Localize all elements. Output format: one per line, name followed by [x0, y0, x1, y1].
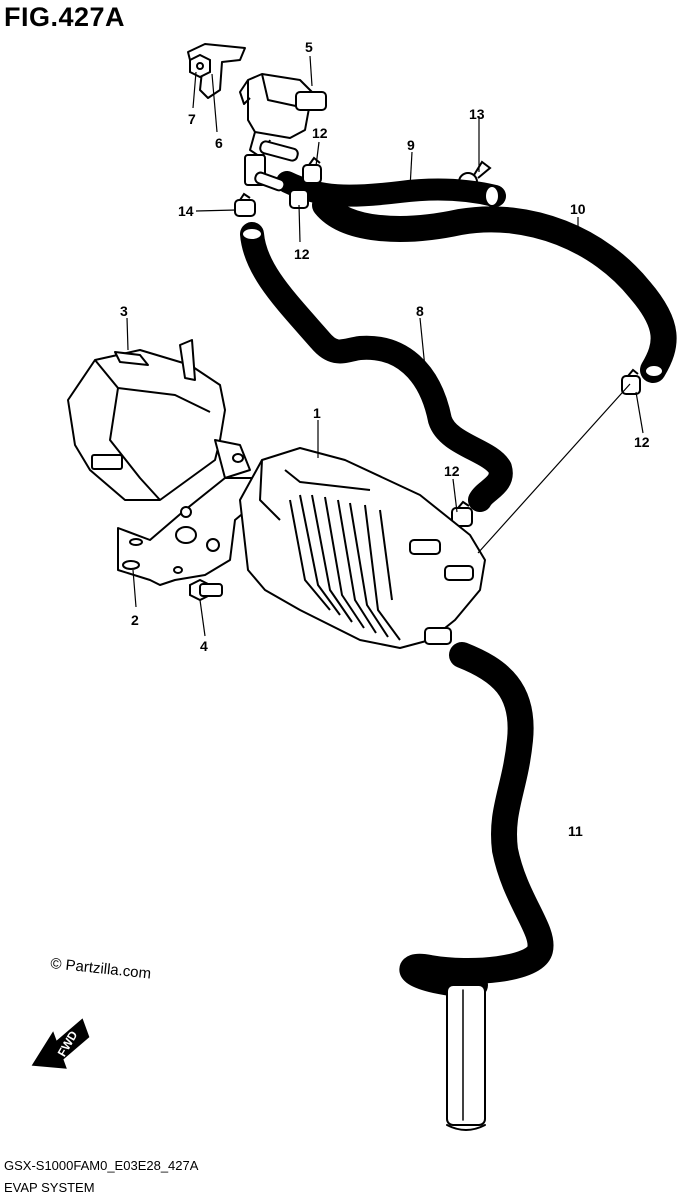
- copyright-text: © Partzilla.com: [50, 955, 152, 982]
- callout-labels: 5 7 6 12 9 13 10 14 12 3 8 1 12 12 2 4 1…: [120, 39, 650, 839]
- hose-9: [276, 171, 506, 207]
- callout-2: 2: [131, 612, 139, 628]
- hose-10: [312, 192, 677, 383]
- callout-5: 5: [305, 39, 313, 55]
- figure-title: FIG.427A: [4, 2, 126, 32]
- clamp-12-c: [621, 368, 641, 395]
- callout-14: 14: [178, 203, 194, 219]
- callout-6: 6: [215, 135, 223, 151]
- callout-12-b: 12: [294, 246, 310, 262]
- callout-9: 9: [407, 137, 415, 153]
- clamp-14: [234, 192, 256, 217]
- callout-4: 4: [200, 638, 208, 654]
- section-name: EVAP SYSTEM: [4, 1180, 95, 1195]
- clamp-12-a: [302, 156, 322, 184]
- canister-cover-3: [67, 339, 226, 501]
- nut-7: [189, 53, 211, 79]
- callout-12-c: 12: [634, 434, 650, 450]
- callout-11: 11: [568, 823, 583, 839]
- callout-10: 10: [570, 201, 586, 217]
- callout-7: 7: [188, 111, 196, 127]
- leader-lines: [126, 55, 644, 637]
- fwd-arrow-icon: FWD: [31, 1018, 90, 1069]
- model-code: GSX-S1000FAM0_E03E28_427A: [4, 1158, 199, 1173]
- callout-8: 8: [416, 303, 424, 319]
- hose-11: [399, 642, 554, 1131]
- canister-1: [239, 447, 486, 649]
- callout-12-d: 12: [444, 463, 460, 479]
- bolt-4: [189, 578, 223, 602]
- callout-1: 1: [313, 405, 321, 421]
- callout-13: 13: [469, 106, 485, 122]
- hose-8: [240, 222, 513, 512]
- clamp-12-d: [451, 500, 473, 527]
- clip-13: [458, 160, 492, 192]
- bracket-2: [117, 439, 266, 586]
- callout-3: 3: [120, 303, 128, 319]
- callout-12-a: 12: [312, 125, 328, 141]
